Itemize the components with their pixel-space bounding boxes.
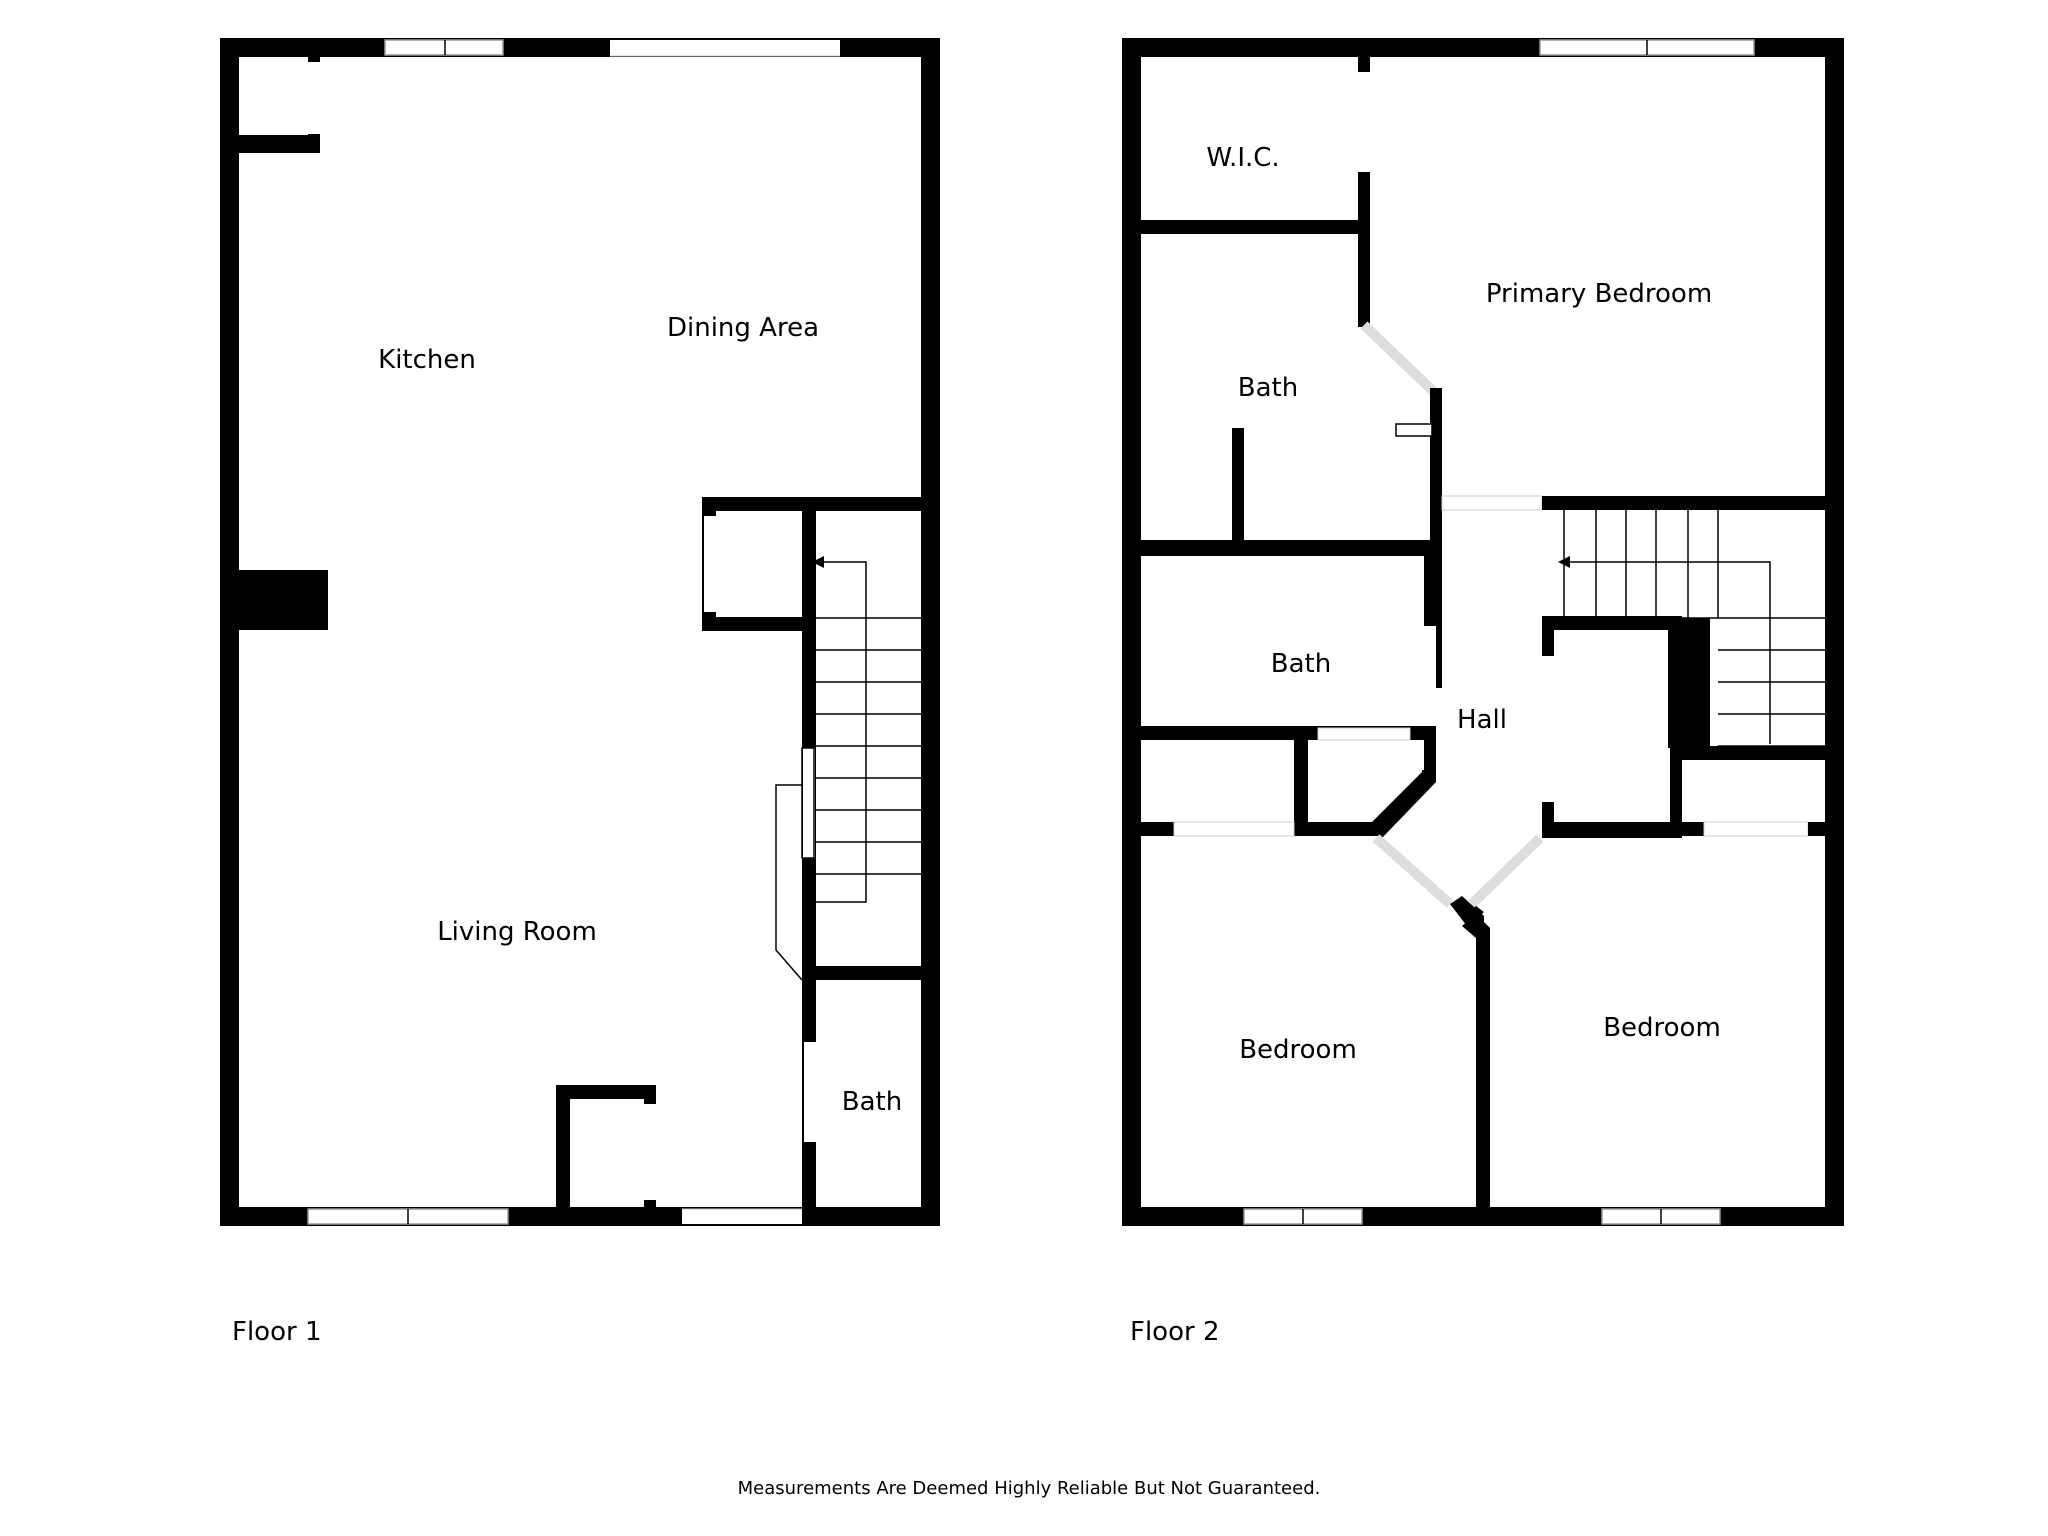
room-label-bedroom-right: Bedroom [1603,1013,1721,1043]
floor-label-2: Floor 2 [1130,1317,1220,1347]
f1-bath-wall-top [802,966,940,980]
f1-opening-top [610,40,840,56]
room-label-living-room: Living Room [437,917,597,947]
f1-entry-opening [682,1209,802,1224]
f2-wall-right [1825,38,1844,1226]
f2-bedroom-wall-top-left [1122,822,1174,836]
f2-bedroom-wall-top-right-end [1808,822,1844,836]
floor-2-plan: W.I.C. Primary Bedroom Bath Bath Hall Be… [1122,38,1844,1226]
f2-stair-wall-top [1542,496,1844,510]
room-label-primary-bedroom: Primary Bedroom [1486,279,1712,309]
f2-small-closet-right [1670,746,1682,836]
f1-window-top [384,39,504,56]
f2-bedroom-wall-top-right [1542,822,1704,836]
f2-wic-wall-bottom [1122,220,1370,234]
f2-closet3-angle [1364,770,1436,838]
f2-wall-left [1122,38,1141,1226]
f2-closet3-wall-bottom [1294,822,1378,836]
f1-closet-wall-bottom [702,617,810,631]
room-label-dining-area: Dining Area [667,313,819,343]
floor-1-plan: Kitchen Dining Area Living Room Bath [220,38,940,1226]
f1-pantry-wall-h [220,135,320,153]
f2-bath-wall-inner [1232,428,1244,544]
stair-arrow-icon [812,556,824,568]
room-label-hall: Hall [1457,705,1507,735]
f2-stair-wall-bottom [1682,746,1844,760]
floor-label-1: Floor 1 [232,1317,322,1347]
room-label-wic: W.I.C. [1206,143,1279,173]
f2-hall-door-top [1441,495,1543,511]
f1-staircase [775,556,921,981]
f1-wall-left [220,38,239,1226]
room-label-bath-f2-upper: Bath [1238,373,1298,403]
f1-closet2-top [556,1085,656,1099]
f2-bedroom-divider-angle2 [1462,906,1484,924]
f1-stair-wall-right [921,497,940,1226]
f2-closet-wall-top [1542,616,1682,630]
room-label-bedroom-left: Bedroom [1239,1035,1357,1065]
stair-arrow-f2-icon [1558,556,1570,568]
room-label-bath-f1: Bath [842,1087,902,1117]
disclaimer-text: Measurements Are Deemed Highly Reliable … [738,1478,1321,1499]
fireplace [220,570,328,630]
f2-closet3-wall-v [1294,740,1308,834]
room-label-kitchen: Kitchen [378,345,476,375]
f2-bath2-wall-top [1122,544,1442,556]
room-label-bath-f2-lower: Bath [1271,649,1331,679]
f2-bedroom-divider [1462,914,1490,1226]
f1-stair-wall-top [702,497,940,511]
f1-closet2-left [556,1085,570,1226]
